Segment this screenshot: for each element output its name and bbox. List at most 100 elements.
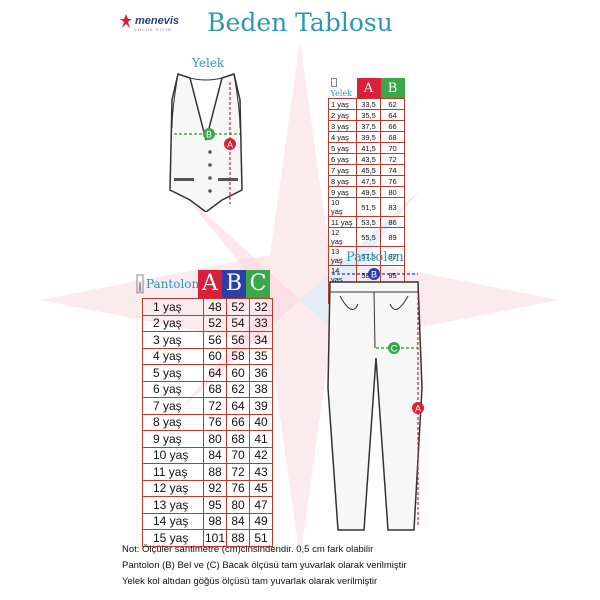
- pants-age-cell: 4 yaş: [142, 347, 204, 365]
- vest-value-cell: 62: [380, 98, 405, 110]
- note-line-2: Pantolon (B) Bel ve (C) Bacak ölçüsü tam…: [122, 560, 407, 571]
- pants-value-cell: 33: [249, 314, 273, 332]
- vest-value-cell: 35,5: [356, 109, 381, 121]
- pants-value-cell: 64: [203, 364, 227, 382]
- pants-table-header: Pantolon A B C: [136, 270, 270, 298]
- vest-value-cell: 41,5: [356, 142, 381, 154]
- pants-value-cell: 72: [226, 463, 250, 481]
- vest-value-cell: 66: [380, 120, 405, 132]
- pants-value-cell: 42: [249, 446, 273, 464]
- pants-header-c: C: [246, 270, 270, 298]
- note-line-3: Yelek kol altıdan göğüs ölçüsü tam yuvar…: [122, 576, 378, 587]
- vest-value-cell: 72: [380, 153, 405, 165]
- vest-age-cell: 11 yaş: [328, 216, 357, 228]
- pants-value-cell: 101: [203, 529, 227, 547]
- pants-age-cell: 15 yaş: [142, 529, 204, 547]
- pants-value-cell: 84: [226, 512, 250, 530]
- vest-value-cell: 47,5: [356, 175, 381, 187]
- pants-age-cell: 14 yaş: [142, 512, 204, 530]
- pants-value-cell: 52: [226, 298, 250, 316]
- vest-table-header: Yelek A B: [329, 78, 405, 99]
- pants-age-cell: 10 yaş: [142, 446, 204, 464]
- logo-tagline: ÇOCUK GİYİM: [134, 27, 172, 32]
- pants-value-cell: 40: [249, 413, 273, 431]
- vest-value-cell: 39,5: [356, 131, 381, 143]
- pants-age-cell: 8 yaş: [142, 413, 204, 431]
- pants-value-cell: 36: [249, 364, 273, 382]
- vest-value-cell: 55,5: [356, 227, 381, 247]
- pants-age-cell: 2 yaş: [142, 314, 204, 332]
- svg-text:B: B: [206, 130, 212, 140]
- vest-value-cell: 45,5: [356, 164, 381, 176]
- vest-value-cell: 43,5: [356, 153, 381, 165]
- pants-age-cell: 5 yaş: [142, 364, 204, 382]
- pants-value-cell: 68: [203, 380, 227, 398]
- svg-text:A: A: [227, 140, 233, 150]
- pants-value-cell: 68: [226, 430, 250, 448]
- pants-age-cell: 11 yaş: [142, 463, 204, 481]
- vest-value-cell: 64: [380, 109, 405, 121]
- pants-value-cell: 43: [249, 463, 273, 481]
- pants-value-cell: 32: [249, 298, 273, 316]
- vest-value-cell: 76: [380, 175, 405, 187]
- vest-value-cell: 33,5: [356, 98, 381, 110]
- vest-age-cell: 6 yaş: [328, 153, 357, 165]
- pants-value-cell: 54: [226, 314, 250, 332]
- note-line-1: Not: Ölçüler santimetre (cm)cinsindendir…: [122, 544, 374, 555]
- logo-brand: menevis: [135, 15, 180, 27]
- pants-illustration: B C A: [327, 268, 424, 531]
- vest-value-cell: 51,5: [356, 197, 381, 217]
- vest-table-label: Yelek: [329, 78, 357, 99]
- pants-value-cell: 84: [203, 446, 227, 464]
- vest-age-cell: 4 yaş: [328, 131, 357, 143]
- vest-value-cell: 70: [380, 142, 405, 154]
- pants-value-cell: 39: [249, 397, 273, 415]
- pants-header-a: A: [198, 270, 222, 298]
- vest-age-cell: 12 yaş: [328, 227, 357, 247]
- vest-value-cell: 49,5: [356, 186, 381, 198]
- vest-age-cell: 3 yaş: [328, 120, 357, 132]
- pants-value-cell: 88: [203, 463, 227, 481]
- pants-value-cell: 95: [203, 496, 227, 514]
- pants-value-cell: 60: [226, 364, 250, 382]
- pants-age-cell: 6 yaş: [142, 380, 204, 398]
- vest-header-b: B: [380, 78, 405, 99]
- pants-mini-icon: [136, 274, 144, 294]
- pants-value-cell: 66: [226, 413, 250, 431]
- pants-value-cell: 60: [203, 347, 227, 365]
- pants-value-cell: 64: [226, 397, 250, 415]
- pants-age-cell: 1 yaş: [142, 298, 204, 316]
- pants-age-cell: 12 yaş: [142, 479, 204, 497]
- vest-age-cell: 5 yaş: [328, 142, 357, 154]
- pants-value-cell: 56: [203, 331, 227, 349]
- vest-value-cell: 53,5: [356, 216, 381, 228]
- vest-value-cell: 86: [380, 216, 405, 228]
- logo-mark-icon: [120, 14, 132, 28]
- brand-logo: menevis ÇOCUK GİYİM: [120, 14, 180, 32]
- pants-age-cell: 9 yaş: [142, 430, 204, 448]
- pants-value-cell: 49: [249, 512, 273, 530]
